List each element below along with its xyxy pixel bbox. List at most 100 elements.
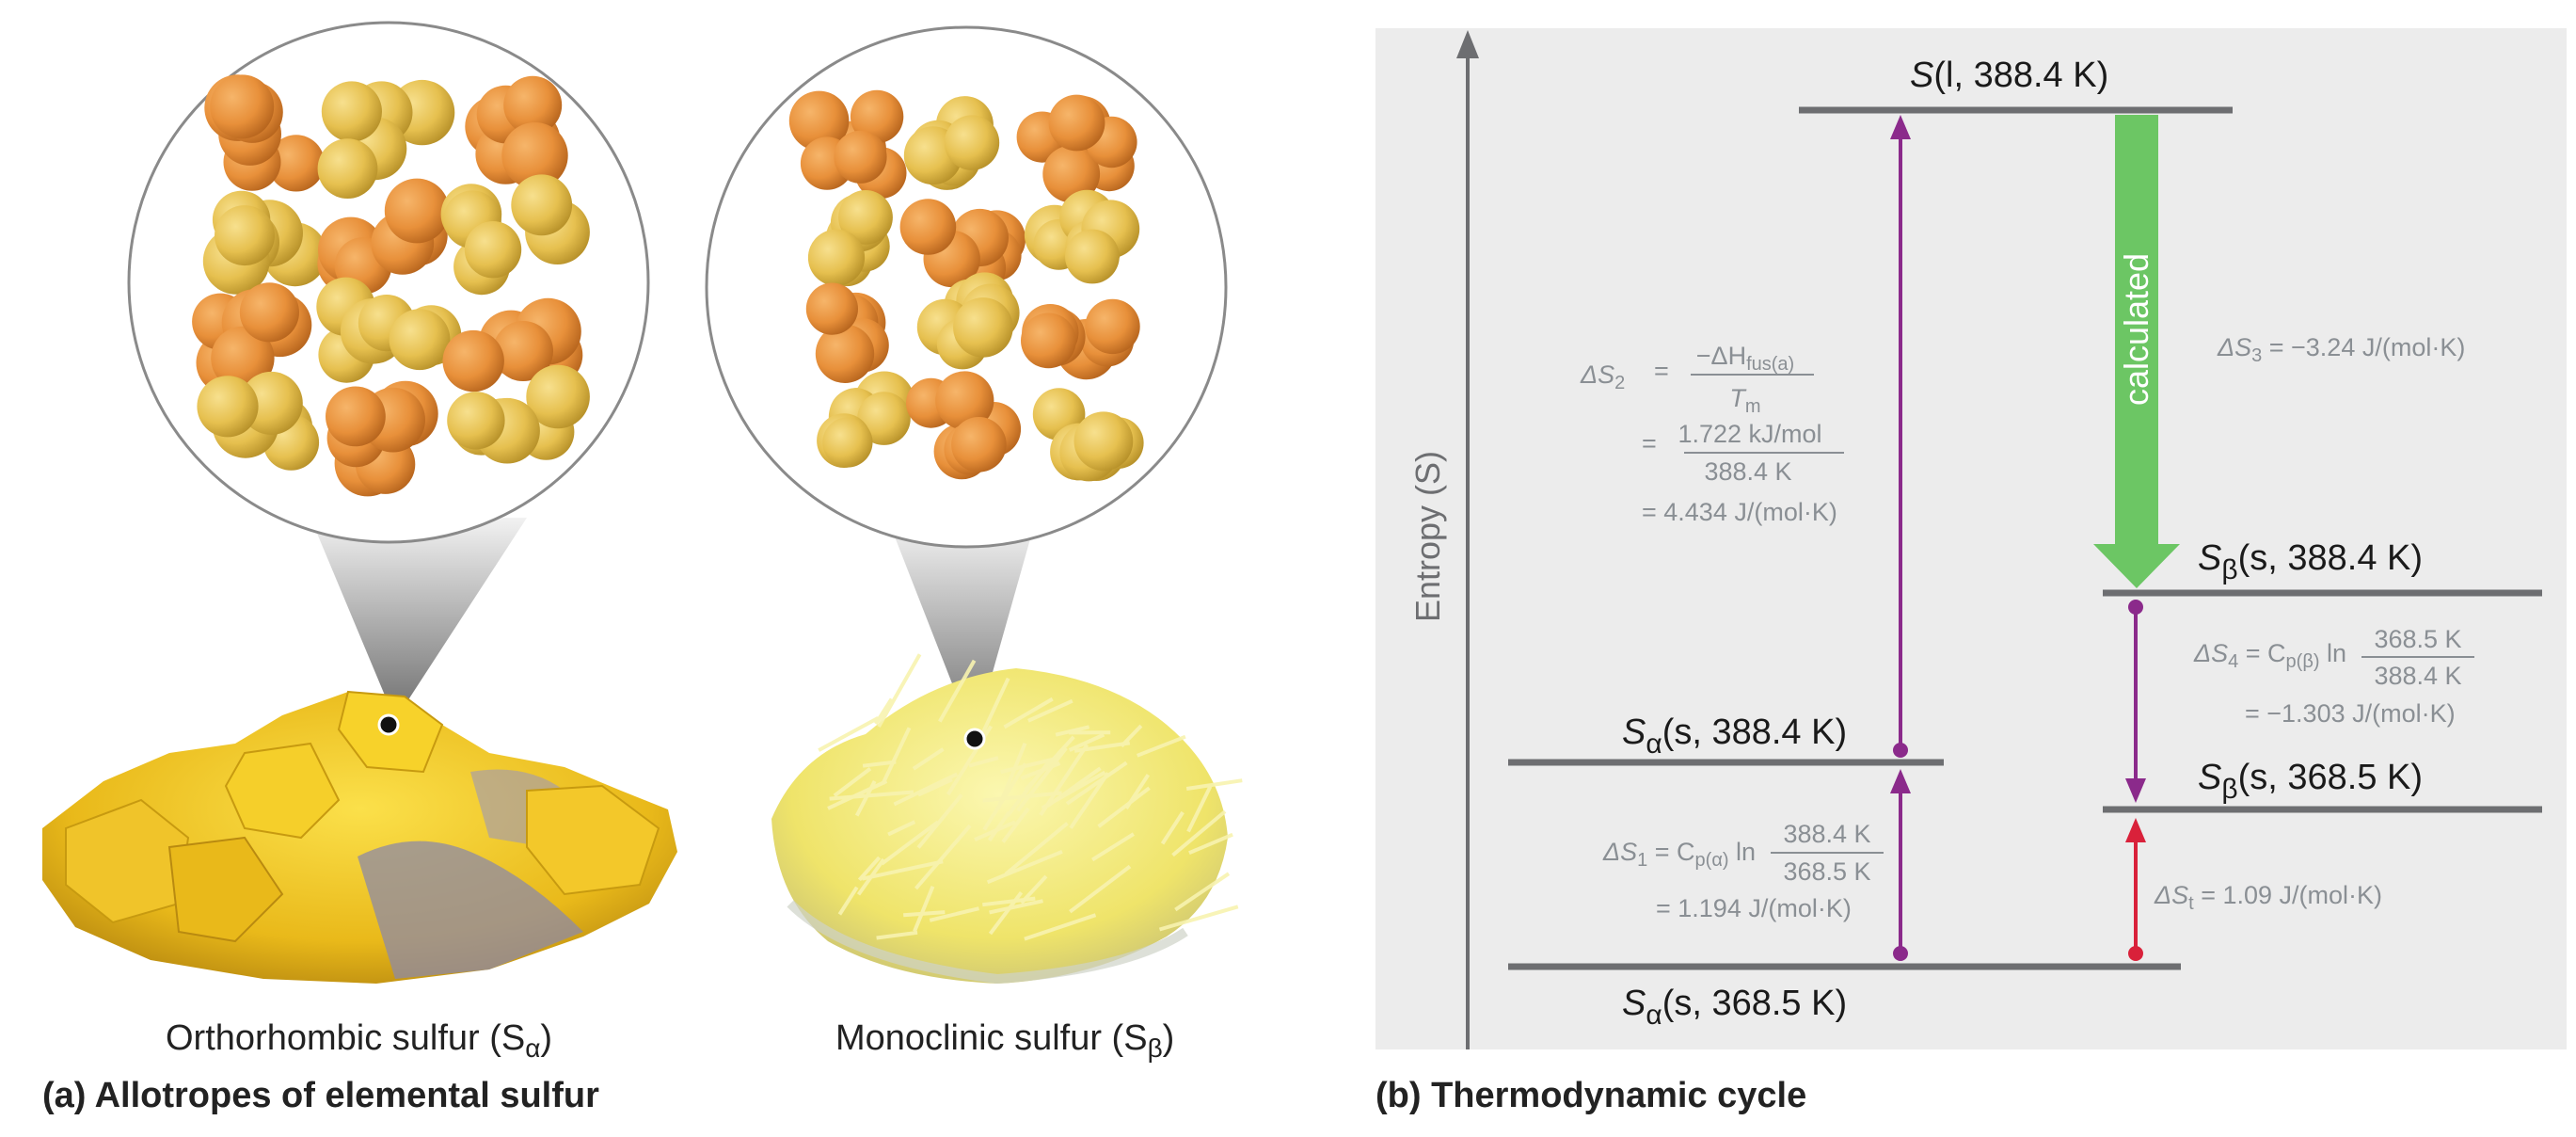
svg-text:368.5 K: 368.5 K (2374, 625, 2461, 653)
sulfur-atom-orange (493, 321, 553, 381)
sulfur-atom-yellow (317, 138, 378, 200)
svg-text:= −1.303 J/(mol·K): = −1.303 J/(mol·K) (2245, 699, 2456, 728)
sulfur-atom-yellow (822, 417, 873, 468)
crystal-needle (1020, 761, 1061, 780)
sulfur-atom-orange (815, 324, 875, 383)
crystal-needle (1136, 734, 1186, 758)
caption-b: (b) Thermodynamic cycle (1375, 1076, 1806, 1115)
crystal-needle (1120, 724, 1143, 748)
sulfur-atom-yellow (321, 81, 382, 142)
sulfur-atom-orange (442, 329, 504, 392)
sulfur-atom-orange (935, 371, 994, 430)
sample-point-right (963, 728, 986, 750)
crystal-needle (833, 767, 872, 797)
sulfur-atom-yellow (511, 174, 573, 236)
svg-text:=: = (1654, 357, 1669, 385)
crystal-needle (1188, 832, 1233, 856)
sulfur-atom-yellow (953, 297, 1013, 358)
crystal-needle (1024, 913, 1097, 941)
crystal-needle (862, 760, 897, 768)
calculated-label: calculated (2117, 253, 2155, 406)
crystal-needle (903, 910, 946, 918)
crystal-needle (916, 793, 963, 849)
level-label-alpha-368: Sα(s, 368.5 K) (1622, 984, 1847, 1031)
crystal-needle (893, 772, 959, 807)
sulfur-atom-orange (899, 199, 957, 255)
equation-delta-st: ΔSt = 1.09 J/(mol·K) (2154, 881, 2382, 914)
sulfur-atom-yellow (526, 364, 590, 429)
sulfur-atom-orange (1042, 145, 1101, 203)
crystal-needle (887, 820, 916, 837)
crystal-needle (881, 820, 940, 866)
crystal-needle (1046, 766, 1102, 809)
crystal-needle (861, 859, 944, 881)
sulfur-atom-yellow (215, 205, 275, 266)
label-orthorhombic: Orthorhombic sulfur (Sα) (166, 1018, 552, 1063)
svg-text:= 1.194 J/(mol·K): = 1.194 J/(mol·K) (1656, 894, 1852, 922)
equation-delta-s4: ΔS4 = Cp(β) ln 368.5 K 388.4 K = −1.303 … (2193, 625, 2474, 728)
crystal-needle (1171, 809, 1227, 857)
crystal-needle (829, 790, 914, 801)
crystal-needle (818, 716, 880, 752)
sulfur-atom-orange (1048, 94, 1105, 152)
crystal-needle (876, 930, 918, 940)
sulfur-atom-orange (501, 122, 568, 189)
equation-delta-s1: ΔS1 = Cp(α) ln 388.4 K 368.5 K = 1.194 J… (1602, 820, 1884, 922)
crystal-needle (917, 777, 953, 797)
crystal-needle (1055, 725, 1090, 737)
arrow-delta-st (2125, 818, 2146, 961)
zoom-cone-right (889, 522, 1035, 739)
sulfur-atom-orange (1085, 298, 1140, 355)
sulfur-atom-orange (326, 386, 386, 447)
sulfur-atom-orange (503, 75, 563, 135)
molecular-model-monoclinic (788, 89, 1144, 482)
cycle-background (1375, 28, 2567, 1049)
svg-text:388.4 K: 388.4 K (1704, 457, 1791, 486)
sulfur-atom-yellow (1065, 229, 1120, 284)
crystal-needle (1124, 774, 1151, 809)
crystal-needle (987, 810, 1011, 841)
crystal-needle (1185, 778, 1243, 791)
crystal-needle (1186, 785, 1213, 833)
crystal-needle (1160, 810, 1185, 845)
sulfur-atom-orange (788, 90, 850, 152)
equation-delta-s3: ΔS3 = −3.24 J/(mol·K) (2217, 333, 2465, 366)
sulfur-atom-yellow (464, 221, 522, 279)
sulfur-atom-orange (805, 282, 859, 335)
sulfur-atom-yellow (1073, 411, 1134, 472)
svg-text:388.4 K: 388.4 K (2374, 662, 2461, 690)
zoom-cone-left (310, 518, 527, 720)
crystal-needle (929, 906, 979, 922)
sulfur-atom-orange (384, 178, 450, 244)
panel-b: Entropy (S) S(l, 388.4 K) Sβ(s, 388.4 K)… (1375, 28, 2567, 1115)
svg-text:=: = (1642, 429, 1657, 457)
arrow-delta-s3-calculated: calculated (2093, 115, 2180, 588)
sulfur-atom-orange (951, 417, 1007, 472)
svg-text:ΔS2: ΔS2 (1580, 360, 1625, 393)
svg-text:1.722 kJ/mol: 1.722 kJ/mol (1678, 420, 1821, 448)
crystal-needle (914, 824, 972, 890)
crystal-needle (968, 756, 999, 768)
svg-text:ΔS4 = Cp(β) ln: ΔS4 = Cp(β) ln (2193, 639, 2346, 672)
crystal-needle (1039, 744, 1089, 817)
crystal-photo-monoclinic (771, 653, 1243, 985)
crystal-needle (877, 653, 922, 728)
crystal-needle (912, 747, 945, 771)
level-label-alpha-388: Sα(s, 388.4 K) (1622, 713, 1847, 760)
sulfur-atom-orange (1021, 312, 1076, 369)
crystal-needle (1158, 905, 1239, 932)
crystal-needle (1020, 874, 1048, 905)
sulfur-atom-orange (210, 74, 275, 139)
level-label-beta-368: Sβ(s, 368.5 K) (2198, 758, 2423, 805)
sulfur-atom-orange (834, 130, 887, 184)
crystal-needle (1069, 864, 1132, 914)
crystal-needle (1174, 872, 1231, 912)
sulfur-atom-yellow (838, 190, 893, 245)
y-axis-label: Entropy (S) (1408, 451, 1447, 622)
crystal-needle (1069, 772, 1110, 829)
sulfur-atom-orange (239, 282, 299, 343)
sulfur-atom-yellow (807, 229, 866, 286)
label-monoclinic: Monoclinic sulfur (Sβ) (835, 1018, 1174, 1063)
equation-delta-s2: ΔS2 = −ΔHfus(a) Tm = 1.722 kJ/mol 388.4 … (1580, 342, 1844, 526)
